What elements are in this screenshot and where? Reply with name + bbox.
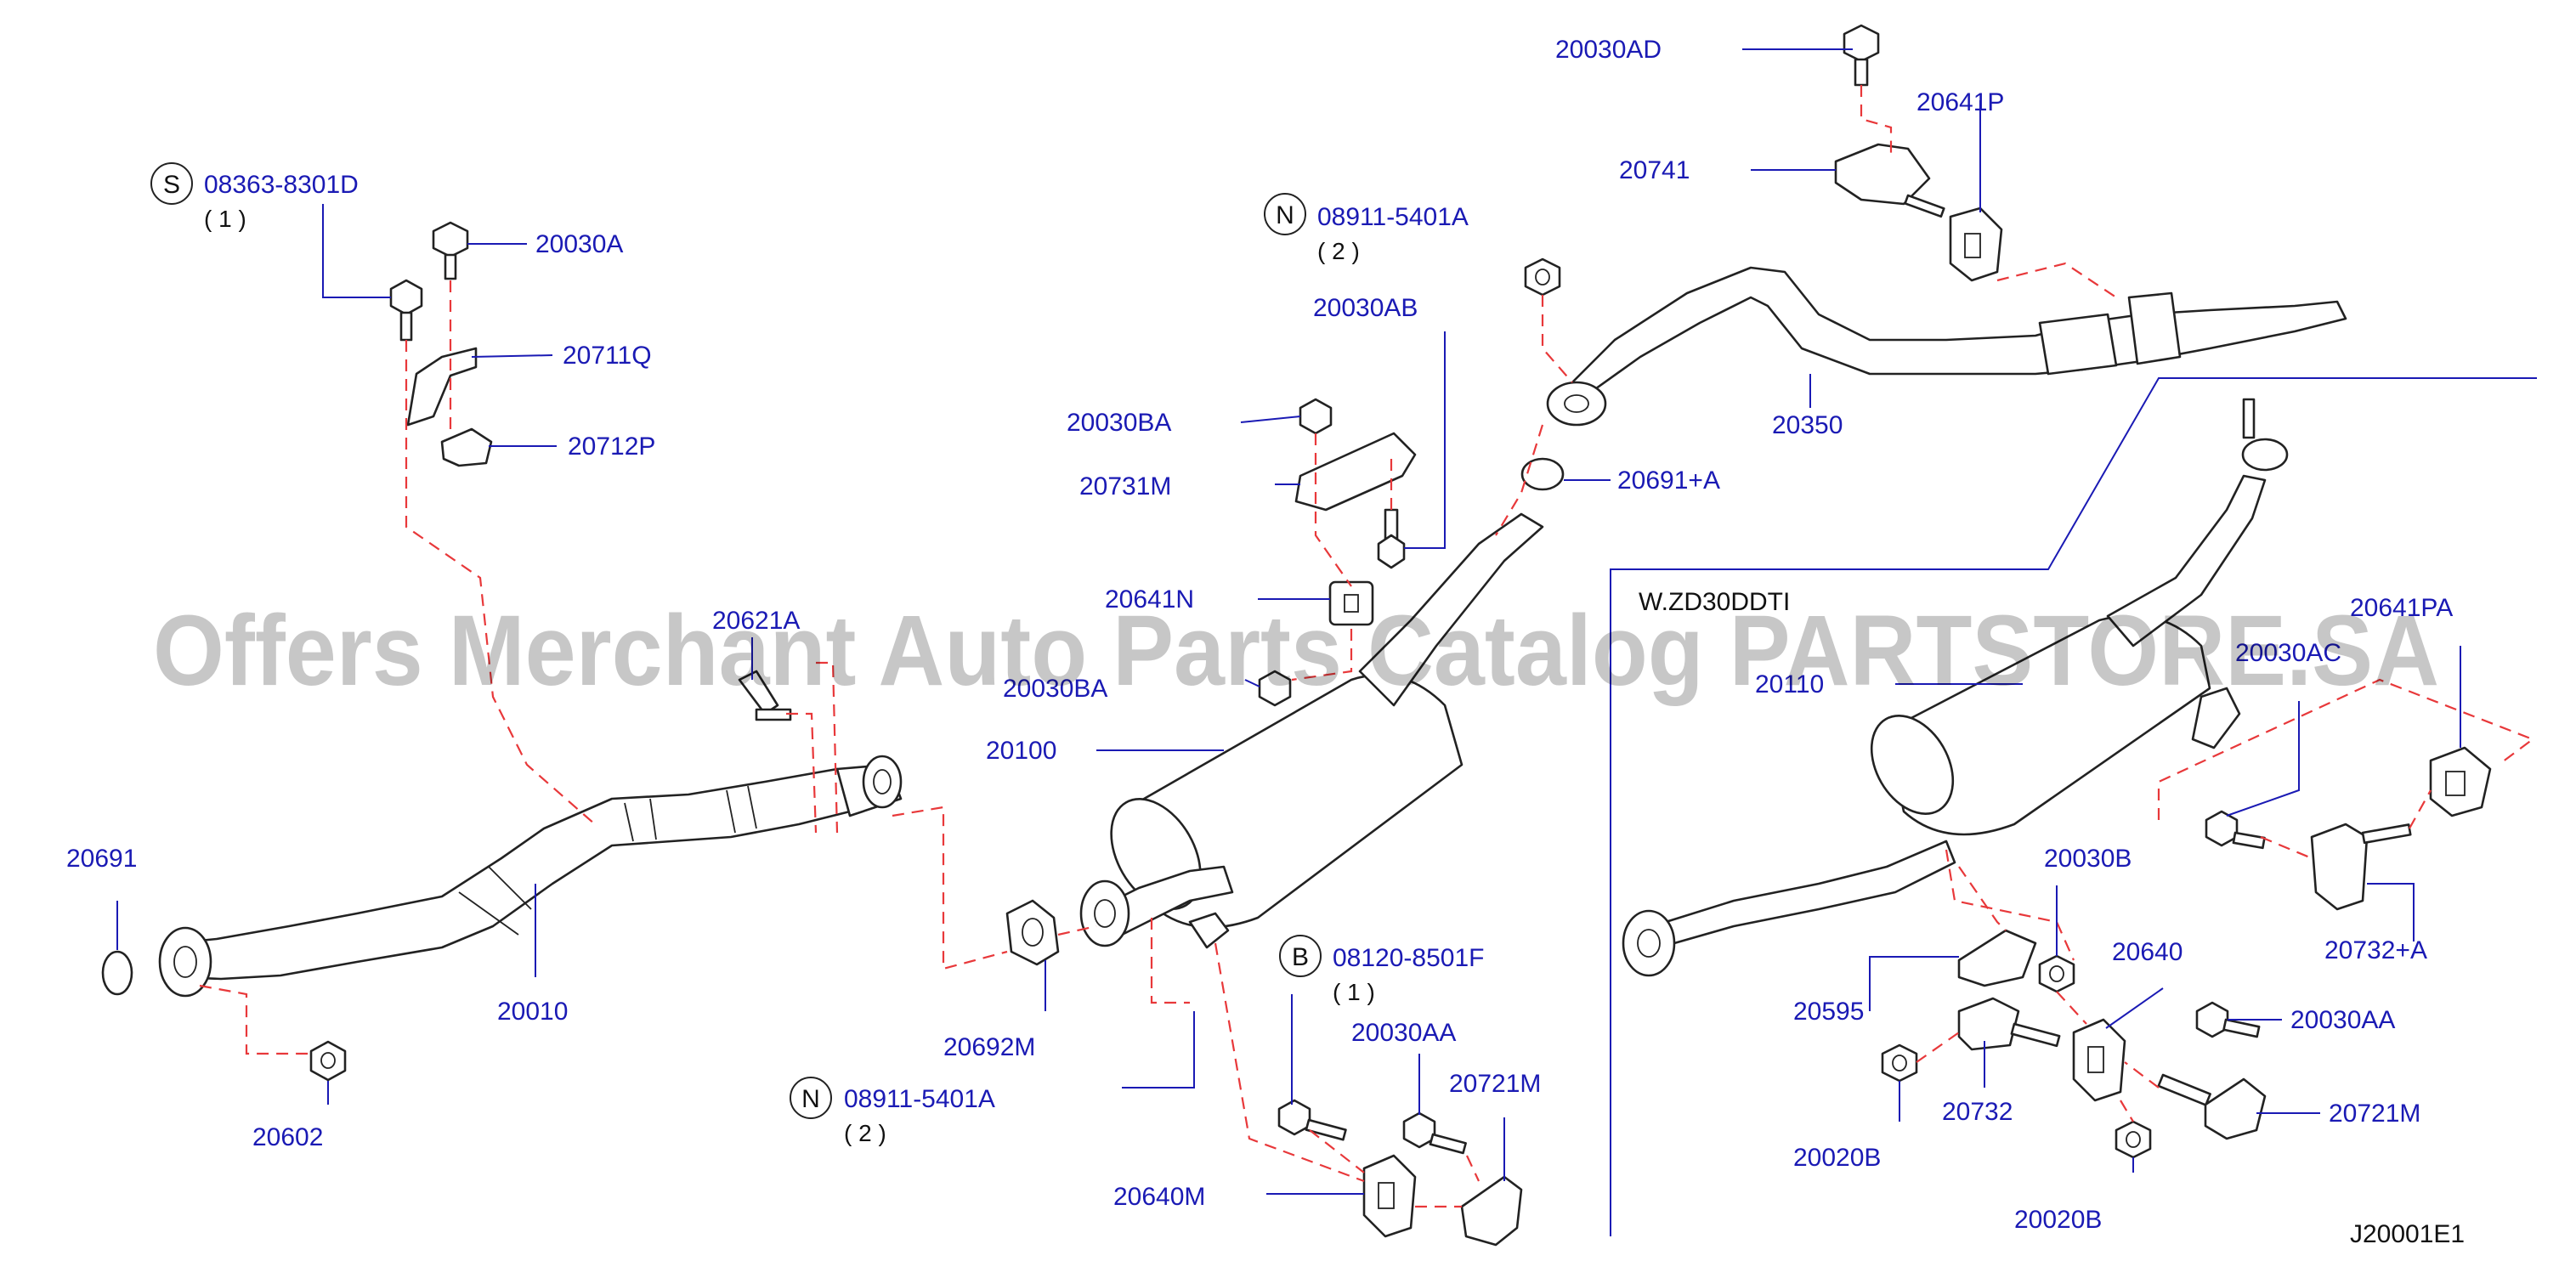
callout-20691a[interactable]: 20691+A — [1617, 467, 1720, 495]
nut-20030b — [2038, 954, 2075, 993]
callout-20030ba-top[interactable]: 20030BA — [1067, 409, 1171, 437]
tail-pipe-20350 — [1546, 266, 2347, 427]
nut-20030ba-top — [1299, 398, 1333, 435]
badge-letter: N — [1276, 201, 1294, 229]
callout-20030ac[interactable]: 20030AC — [2235, 639, 2341, 667]
callout-20641n[interactable]: 20641N — [1105, 585, 1194, 614]
callout-20030ab[interactable]: 20030AB — [1313, 294, 1418, 322]
nut-20602 — [309, 1040, 347, 1082]
callout-20010[interactable]: 20010 — [497, 998, 568, 1026]
badge-circle — [790, 1077, 832, 1119]
callout-20731m[interactable]: 20731M — [1079, 472, 1171, 500]
bolt-20030ac — [2205, 810, 2266, 850]
nut-08911-top — [1524, 257, 1561, 297]
callout-20602[interactable]: 20602 — [252, 1123, 323, 1151]
callout-08363-8301d[interactable]: 08363-8301D — [204, 171, 359, 199]
part-drawings — [101, 24, 2537, 1247]
callout-20020b-right[interactable]: 20020B — [2014, 1206, 2102, 1234]
callout-20110[interactable]: 20110 — [1755, 670, 1824, 698]
gasket-20691a — [1520, 457, 1565, 491]
callout-20030ad[interactable]: 20030AD — [1555, 36, 1662, 64]
callout-20641p[interactable]: 20641P — [1916, 88, 2004, 116]
callout-20732[interactable]: 20732 — [1942, 1098, 2013, 1126]
variant-pane-frame — [1610, 377, 2537, 1236]
callout-labels: 20030AD 20641P 20741 08911-5401A ( 2 ) 0… — [66, 36, 2453, 1234]
bolt-20030aa-left — [1402, 1111, 1467, 1155]
callout-08911-5401a-top[interactable]: 08911-5401A — [1317, 203, 1469, 231]
callout-20621a[interactable]: 20621A — [712, 607, 800, 635]
bolt-20030a — [432, 221, 469, 280]
front-exhaust-pipe-20010 — [158, 755, 903, 998]
badge-circle — [150, 162, 193, 205]
nut-20020b-right — [2115, 1120, 2152, 1159]
callout-20641pa[interactable]: 20641PA — [2350, 594, 2453, 622]
callout-20691[interactable]: 20691 — [66, 845, 137, 873]
callout-20595[interactable]: 20595 — [1793, 998, 1864, 1026]
qty-08120-8501f: ( 1 ) — [1333, 979, 1375, 1005]
nut-20020b-left — [1881, 1043, 1918, 1083]
leader-lines — [116, 48, 2461, 1195]
bracket-20741 — [1834, 143, 1945, 218]
callout-20020b-left[interactable]: 20020B — [1793, 1144, 1881, 1172]
badge-letter: B — [1292, 943, 1309, 971]
drawing-code: J20001E1 — [2350, 1220, 2465, 1248]
mounting-20641pa — [2429, 746, 2492, 817]
gasket-20692m — [1005, 899, 1060, 966]
callout-20350[interactable]: 20350 — [1772, 411, 1843, 439]
bracket-20595 — [1957, 929, 2037, 987]
badge-circle — [1279, 935, 1322, 977]
bracket-20712p — [440, 427, 493, 467]
muffler-20110 — [1622, 398, 2289, 977]
sensor-20621a — [738, 670, 792, 721]
qty-08911-5401a-top: ( 2 ) — [1317, 238, 1360, 264]
callout-20721m-left[interactable]: 20721M — [1449, 1070, 1541, 1098]
callout-20741[interactable]: 20741 — [1619, 156, 1690, 184]
badges: S N B N — [150, 162, 1322, 1119]
callout-20100[interactable]: 20100 — [986, 737, 1056, 765]
assembly-lines — [199, 85, 2535, 1208]
callout-20640m[interactable]: 20640M — [1113, 1183, 1205, 1211]
badge-letter: S — [163, 171, 180, 199]
bolt-20030ad — [1843, 24, 1880, 87]
callout-20030a[interactable]: 20030A — [535, 230, 623, 258]
qty-08911-5401a-bottom: ( 2 ) — [844, 1120, 886, 1146]
callout-20030b[interactable]: 20030B — [2044, 845, 2132, 873]
watermark: Offers Merchant Auto Parts Catalog PARTS… — [153, 595, 2439, 707]
variant-label: W.ZD30DDTI — [1639, 588, 1790, 616]
bolt-08120 — [1277, 1099, 1347, 1141]
callout-20030ba-mid[interactable]: 20030BA — [1003, 675, 1107, 703]
muffler-20100 — [1079, 512, 1544, 949]
bolt-08363 — [389, 279, 423, 342]
bolt-20030aa-right — [2195, 1001, 2261, 1038]
bolt-20030ab — [1377, 508, 1406, 569]
qty-08363-8301d: ( 1 ) — [204, 206, 246, 232]
bracket-20731m — [1294, 432, 1417, 512]
bracket-20732a — [2310, 823, 2412, 911]
mounting-20641p — [1949, 206, 2003, 282]
callout-20030aa-right[interactable]: 20030AA — [2290, 1006, 2395, 1034]
nut-20030ba-mid — [1258, 670, 1292, 707]
mounting-20640m — [1362, 1154, 1417, 1238]
bracket-20732 — [1957, 997, 2061, 1051]
callout-20030aa-left[interactable]: 20030AA — [1351, 1019, 1456, 1047]
mounting-20640 — [2072, 1018, 2126, 1102]
callout-20721m-right[interactable]: 20721M — [2329, 1100, 2420, 1128]
callout-08911-5401a-bottom[interactable]: 08911-5401A — [844, 1085, 995, 1113]
bracket-20711q — [406, 347, 478, 427]
callout-20711q[interactable]: 20711Q — [563, 342, 652, 370]
badge-circle — [1264, 193, 1306, 235]
gasket-20691 — [101, 950, 133, 996]
callout-20692m[interactable]: 20692M — [943, 1033, 1035, 1061]
callout-20732a[interactable]: 20732+A — [2324, 936, 2427, 964]
bracket-20721m-left — [1460, 1175, 1523, 1247]
mounting-20641n — [1328, 580, 1374, 626]
bracket-20721m-right — [2157, 1073, 2267, 1140]
callout-08120-8501f[interactable]: 08120-8501F — [1333, 944, 1484, 972]
callout-20712p[interactable]: 20712P — [568, 433, 655, 461]
callout-20640[interactable]: 20640 — [2112, 938, 2183, 966]
badge-letter: N — [801, 1085, 820, 1113]
